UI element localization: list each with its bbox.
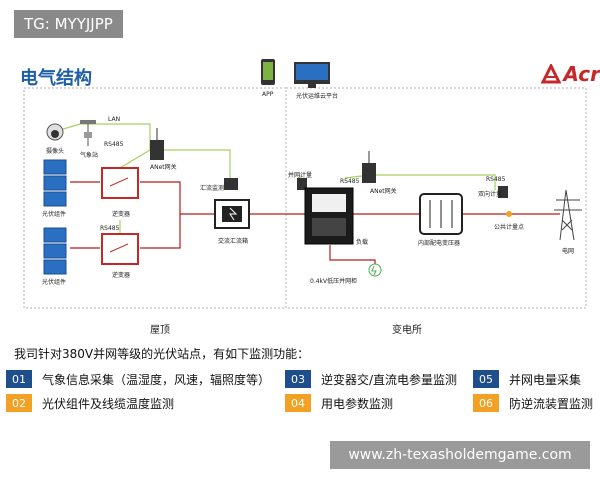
feature-item: 05 并网电量采集: [473, 369, 581, 389]
substation-region-label: 变电所: [392, 325, 422, 336]
transformer-label: 内部配电变压器: [418, 240, 461, 247]
phone-icon: [261, 59, 275, 85]
dc-monitor-label: 汇流监测: [200, 185, 225, 192]
pv-module-icon: [43, 159, 67, 207]
inverter-label: 逆变器: [112, 272, 131, 279]
feature-number: 01: [6, 370, 32, 388]
substation-region: [285, 87, 587, 309]
app-label: APP: [262, 91, 274, 98]
lan-label: LAN: [108, 116, 121, 123]
feature-number: 02: [6, 394, 32, 412]
logo-mark-icon: [541, 64, 562, 84]
meter-icon: [297, 178, 307, 190]
ac-combiner-label: 交流汇流箱: [218, 238, 249, 245]
pv-module-label: 光伏组件: [42, 211, 67, 218]
inverter-label: 逆变器: [112, 211, 131, 218]
feature-item: 04 用电参数监测: [285, 393, 393, 413]
load-label: 负载: [356, 239, 369, 246]
meter-icon: [224, 178, 238, 190]
inverter-icon: [101, 233, 139, 265]
page-title: 电气结构: [20, 68, 92, 89]
rs485-label: RS485: [486, 176, 506, 183]
transmission-tower-icon: [554, 189, 582, 241]
ac-combiner-icon: [214, 199, 250, 229]
feature-item: 06 防逆流装置监测: [473, 393, 593, 413]
monitor-icon: [294, 62, 330, 88]
inverter-icon: [101, 167, 139, 199]
feature-number: 03: [285, 370, 311, 388]
transformer-icon: [419, 193, 463, 235]
roof-region-label: 屋顶: [150, 325, 170, 336]
grid-meter-label: 并网计量: [288, 172, 313, 179]
load-icon: [368, 263, 382, 277]
rs485-label: RS485: [100, 225, 120, 232]
anet-label: ANet网关: [150, 164, 177, 171]
brand-logo: Acr: [541, 62, 600, 86]
rs485-label: RS485: [340, 178, 360, 185]
anet-label: ANet网关: [370, 188, 397, 195]
pv-module-icon: [43, 227, 67, 275]
intro-text: 我司针对380V并网等级的光伏站点，有如下监测功能：: [14, 347, 310, 361]
watermark-badge: TG: MYYJJPP: [14, 10, 123, 38]
rs485-label: RS485: [104, 141, 124, 148]
metering-point-icon: [506, 211, 512, 217]
pv-module-label: 光伏组件: [42, 279, 67, 286]
feature-number: 05: [473, 370, 499, 388]
anet-gateway-icon: [362, 151, 376, 183]
feature-number: 06: [473, 394, 499, 412]
feature-text: 防逆流装置监测: [509, 396, 594, 411]
weather-station-icon: [80, 120, 96, 146]
feature-text: 逆变器交/直流电参量监测: [321, 372, 458, 387]
anet-gateway-icon: [150, 128, 164, 160]
feature-text: 并网电量采集: [509, 372, 582, 387]
camera-icon: [46, 123, 64, 141]
lv-cabinet-label: 0.4kV低压并网柜: [310, 278, 358, 285]
lv-cabinet-icon: [304, 187, 354, 245]
feature-item: 02 光伏组件及线缆温度监测: [6, 393, 174, 413]
feature-text: 光伏组件及线缆温度监测: [42, 396, 175, 411]
logo-text: Acr: [563, 62, 600, 86]
feature-item: 03 逆变器交/直流电参量监测: [285, 369, 457, 389]
bidir-meter-label: 双向计量: [478, 191, 503, 198]
url-watermark: www.zh-texasholdemgame.com: [330, 441, 590, 469]
electrical-diagram: [23, 59, 587, 309]
meter-icon: [498, 186, 508, 198]
feature-item: 01 气象信息采集（温湿度，风速，辐照度等）: [6, 369, 270, 389]
public-meter-label: 公共计量点: [494, 224, 525, 231]
feature-text: 气象信息采集（温湿度，风速，辐照度等）: [42, 372, 271, 387]
cloud-platform-label: 光伏运维云平台: [296, 93, 339, 100]
feature-text: 用电参数监测: [321, 396, 394, 411]
camera-label: 摄像头: [46, 148, 65, 155]
power-lines: [70, 181, 560, 265]
feature-number: 04: [285, 394, 311, 412]
grid-label: 电网: [562, 248, 575, 255]
weather-label: 气象站: [80, 152, 99, 159]
